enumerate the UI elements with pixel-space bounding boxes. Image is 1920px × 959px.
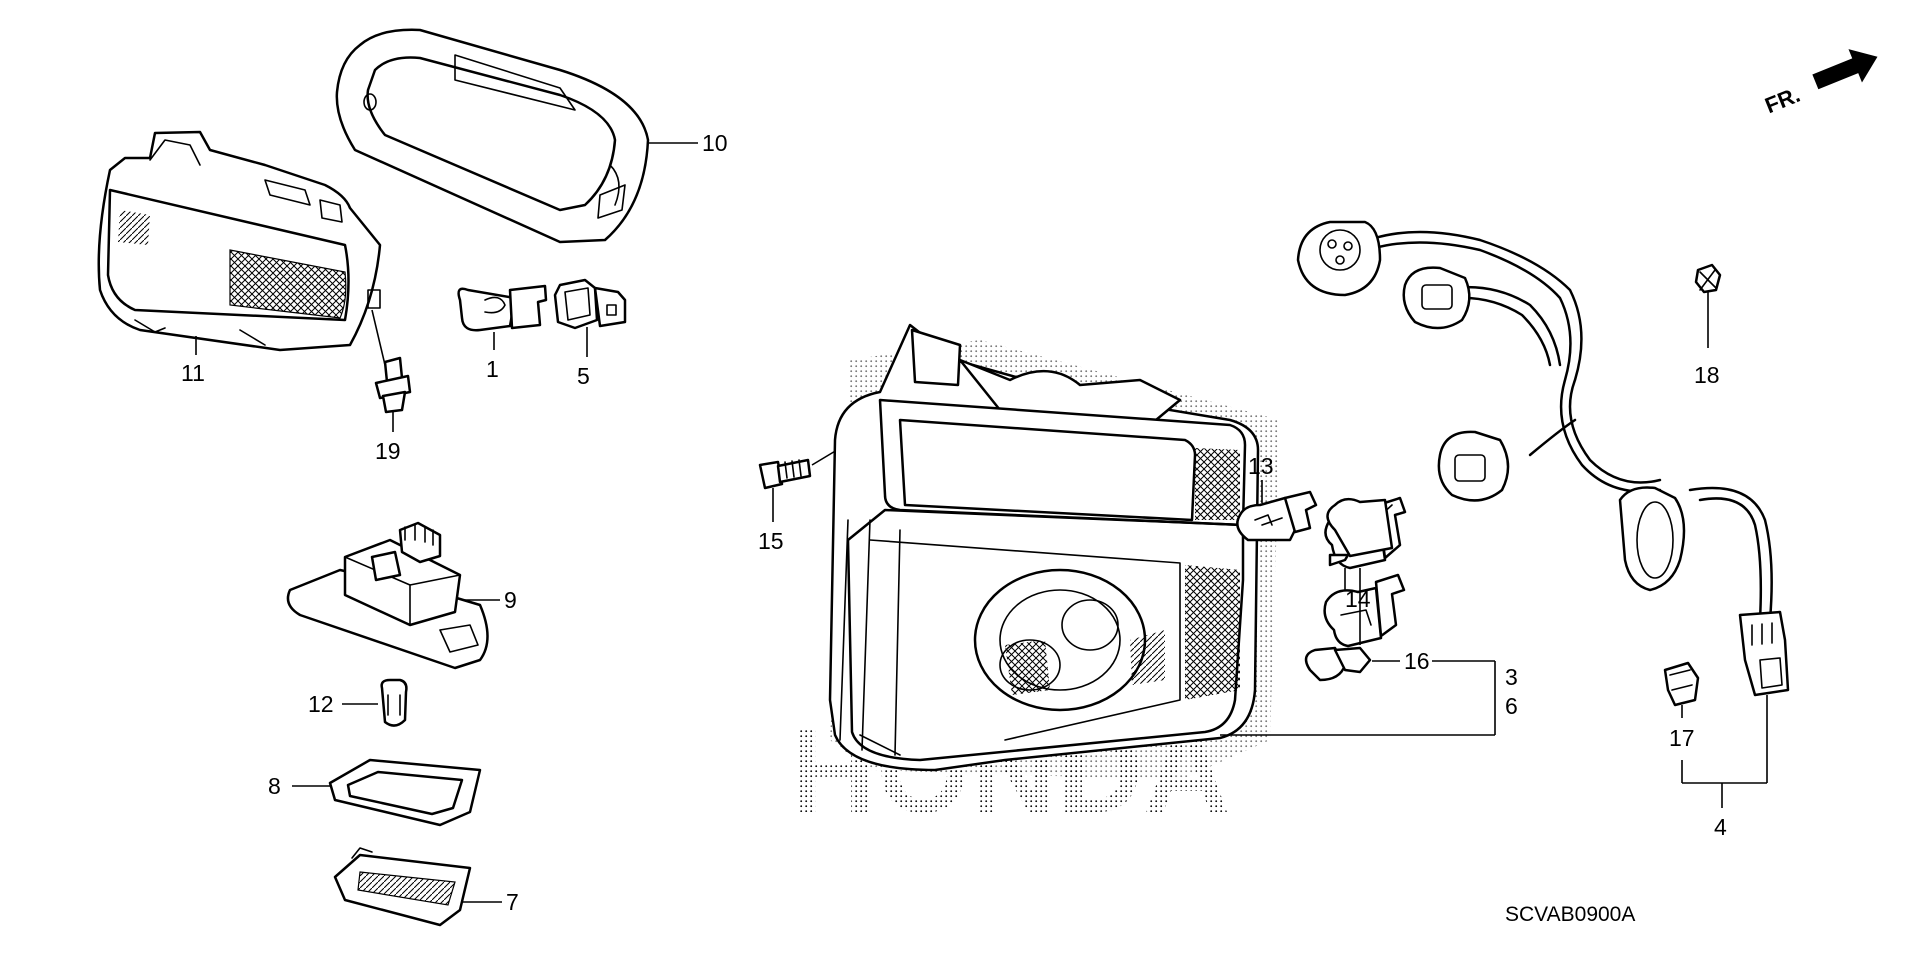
fr-arrow-icon xyxy=(1812,49,1878,90)
bulb-12 xyxy=(342,678,408,727)
part-number-7: 7 xyxy=(506,889,519,915)
socket-5 xyxy=(553,278,627,357)
part-number-19: 19 xyxy=(375,438,401,464)
part-number-6: 6 xyxy=(1505,693,1518,719)
screw-19 xyxy=(371,309,412,432)
high-mount-stop-light-lens xyxy=(97,130,382,355)
bulb-14-shape xyxy=(1323,568,1406,648)
bulb-13 xyxy=(1236,480,1318,542)
screw-15 xyxy=(758,434,863,522)
bracket-4 xyxy=(1681,760,1767,808)
part-number-8: 8 xyxy=(268,773,281,799)
clip-17 xyxy=(1663,661,1700,718)
part-number-5: 5 xyxy=(577,363,590,389)
part-number-1: 1 xyxy=(486,356,499,382)
part-number-10: 10 xyxy=(702,130,728,156)
part-number-4: 4 xyxy=(1714,814,1727,840)
part-number-14: 14 xyxy=(1345,586,1371,612)
gasket-8 xyxy=(292,758,482,827)
clip-18 xyxy=(1694,263,1722,348)
clip-16 xyxy=(1304,646,1400,682)
bulb-14 xyxy=(1326,497,1394,567)
part-number-3: 3 xyxy=(1505,664,1518,690)
part-number-15: 15 xyxy=(758,528,784,554)
fr-label: FR. xyxy=(1761,82,1803,118)
part-number-12: 12 xyxy=(308,691,334,717)
part-number-18: 18 xyxy=(1694,362,1720,388)
socket-harness-4 xyxy=(1296,220,1790,783)
part-number-9: 9 xyxy=(504,587,517,613)
part-number-13: 13 xyxy=(1248,453,1274,479)
tail-light-3 xyxy=(828,323,1496,780)
high-mount-stop-light-cover xyxy=(335,28,698,244)
diagram-code: SCVAB0900A xyxy=(1505,903,1635,926)
part-number-16: 16 xyxy=(1404,648,1430,674)
part-number-17: 17 xyxy=(1669,725,1695,751)
bulb-1 xyxy=(457,284,548,350)
part-number-11: 11 xyxy=(181,360,205,386)
front-direction-marker: FR. xyxy=(1761,49,1878,118)
license-light-9 xyxy=(286,521,500,670)
lens-7 xyxy=(333,847,502,927)
bracket-3-6 xyxy=(1432,660,1496,667)
